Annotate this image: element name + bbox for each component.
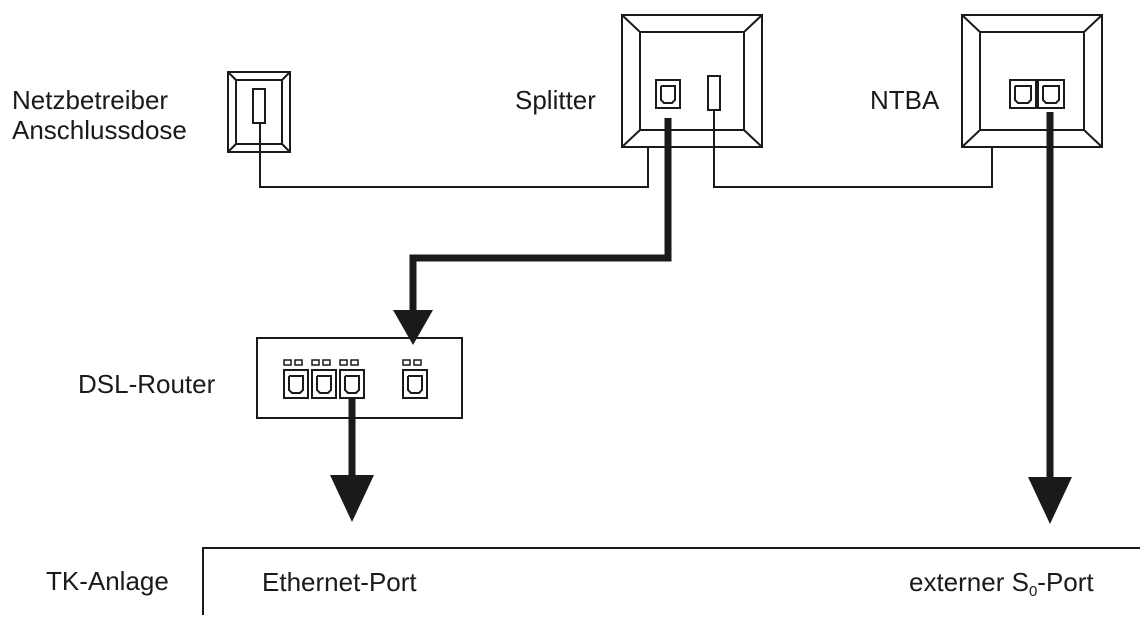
tk-anlage-label: TK-Anlage [46, 566, 169, 596]
dsl-router-label: DSL-Router [78, 369, 216, 399]
thick-cable-splitter-router [409, 118, 672, 312]
s0-port-subscript: 0 [1028, 583, 1038, 600]
thin-cable-splitter-ntba [713, 110, 993, 188]
arrow-down-icon [330, 475, 374, 522]
thin-cable-netz-splitter [259, 123, 649, 188]
rj-jack-icon [402, 369, 428, 399]
rj-jack-icon [311, 369, 337, 399]
rj-jack-icon [1009, 79, 1037, 109]
ntba-label: NTBA [870, 85, 940, 115]
arrow-down-icon [1028, 477, 1072, 524]
splitter-box-icon [621, 14, 763, 148]
rj-jack-icon [339, 369, 365, 399]
ethernet-port-label: Ethernet-Port [262, 567, 417, 597]
netzbetreiber-label-line1: Netzbetreiber [12, 85, 169, 115]
rj-jack-icon [1037, 79, 1065, 109]
s0-port-prefix: externer S [909, 567, 1029, 597]
rj-jack-icon [655, 79, 681, 109]
netzbetreiber-label: Netzbetreiber Anschlussdose [12, 85, 187, 145]
ntba-box-icon [961, 14, 1103, 148]
netzbetreiber-label-line2: Anschlussdose [12, 115, 187, 145]
s0-port-label: externer S0-Port [909, 567, 1094, 607]
router-port-leds [283, 359, 422, 366]
splitter-label: Splitter [515, 85, 596, 115]
arrow-down-icon [393, 310, 433, 345]
tk-anlage-frame [202, 547, 1140, 615]
s0-port-suffix: -Port [1037, 567, 1094, 597]
dsl-router-box-icon [256, 337, 463, 419]
rj-jack-icon [283, 369, 309, 399]
